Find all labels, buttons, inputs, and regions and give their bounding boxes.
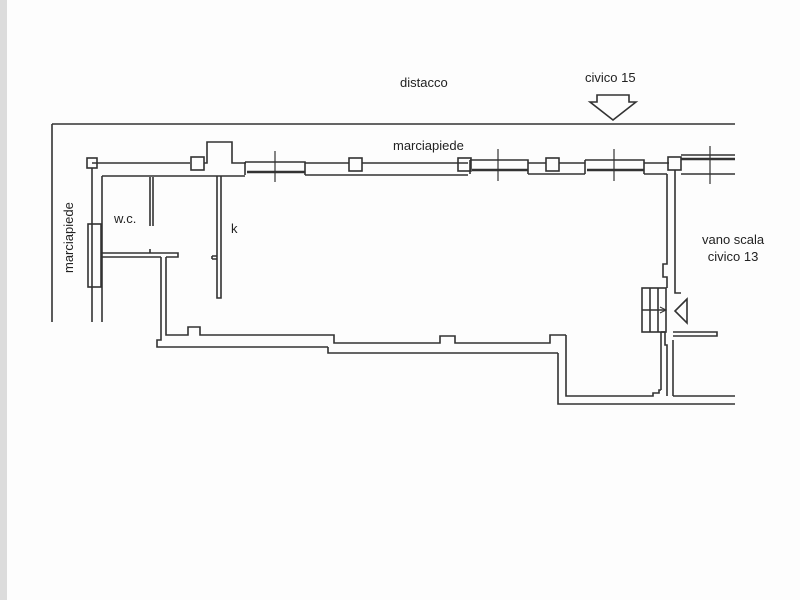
- left-window: [87, 223, 102, 288]
- label-vano-scala-line1: vano scala: [702, 232, 765, 247]
- page-margin-strip: [0, 0, 7, 600]
- label-distacco: distacco: [400, 75, 448, 90]
- label-vano-scala: vano scala civico 13: [702, 231, 764, 265]
- label-civico-15: civico 15: [585, 70, 636, 85]
- pillar-icon: [545, 157, 560, 172]
- pillar-icon: [190, 156, 205, 171]
- label-kitchen: k: [231, 221, 238, 236]
- pillar-icon: [667, 156, 682, 171]
- pillar-icon: [348, 157, 363, 172]
- label-vano-scala-line2: civico 13: [707, 249, 759, 264]
- label-marciapiede-top: marciapiede: [393, 138, 464, 153]
- pillar-icon: [457, 157, 472, 172]
- stair-entry-icon: [673, 297, 688, 325]
- label-marciapiede-left: marciapiede: [61, 202, 76, 273]
- label-wc: w.c.: [114, 211, 137, 226]
- entrance-arrow-icon: [587, 94, 639, 122]
